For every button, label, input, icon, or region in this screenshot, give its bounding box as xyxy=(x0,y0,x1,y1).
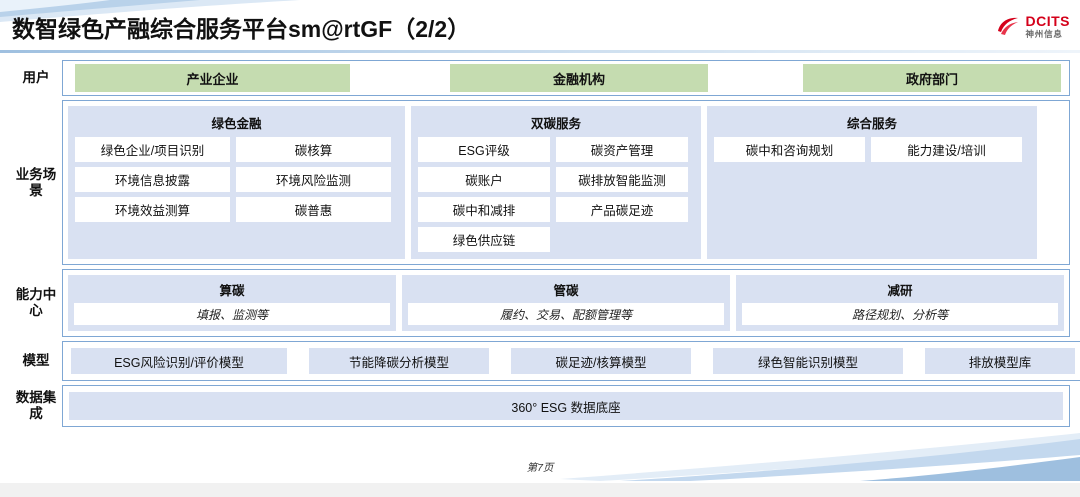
row-label-user: 用户 xyxy=(22,70,50,86)
scenario-cell[interactable]: 碳普惠 xyxy=(236,197,391,222)
scenario-group-title: 绿色金融 xyxy=(211,117,262,131)
scenario-cell[interactable]: 环境效益测算 xyxy=(75,197,230,222)
scenario-cell[interactable]: 碳资产管理 xyxy=(556,137,688,162)
dcits-swirl-icon xyxy=(995,15,1021,37)
scenario-cell-list: 碳中和咨询规划 能力建设/培训 xyxy=(714,137,1030,252)
scenario-cell[interactable]: 环境风险监测 xyxy=(236,167,391,192)
page-number: 第7页 xyxy=(526,462,554,474)
user-box-financial[interactable]: 金融机构 xyxy=(450,64,708,92)
row-data-integration: 数据集成 360° ESG 数据底座 xyxy=(10,385,1070,427)
model-box[interactable]: 排放模型库 xyxy=(925,348,1075,374)
capability-group-reduce-research: 减研 路径规划、分析等 xyxy=(736,275,1064,331)
scenario-cell-list: ESG评级 碳资产管理 碳账户 碳排放智能监测 碳中和减排 产品碳足迹 绿色供应… xyxy=(418,137,694,252)
scenario-cell[interactable]: 碳中和咨询规划 xyxy=(714,137,865,162)
row-label-capability-center: 能力中心 xyxy=(15,287,57,318)
capability-group-subtitle[interactable]: 填报、监测等 xyxy=(74,303,390,325)
logo-text-cn: 神州信息 xyxy=(1025,29,1063,39)
slide-header: 数智绿色产融综合服务平台sm@rtGF（2/2） DCITS 神州信息 xyxy=(0,6,1080,53)
capability-group-calculate-carbon: 算碳 填报、监测等 xyxy=(68,275,396,331)
scenario-group-title: 双碳服务 xyxy=(530,117,581,131)
architecture-grid: 用户 产业企业 金融机构 政府部门 业务场景 绿色金融 绿色企业/项目识别 碳核… xyxy=(10,60,1080,427)
scenario-cell[interactable]: 绿色供应链 xyxy=(418,227,550,252)
user-box-industry[interactable]: 产业企业 xyxy=(75,64,350,92)
scenario-cell[interactable]: 碳排放智能监测 xyxy=(556,167,688,192)
scenario-cell[interactable]: 碳中和减排 xyxy=(418,197,550,222)
model-box[interactable]: 绿色智能识别模型 xyxy=(713,348,903,374)
row-label-model: 模型 xyxy=(22,353,50,369)
row-body-model: ESG风险识别/评价模型 节能降碳分析模型 碳足迹/核算模型 绿色智能识别模型 … xyxy=(62,341,1080,381)
capability-group-title: 算碳 xyxy=(219,284,245,298)
row-user: 用户 产业企业 金融机构 政府部门 xyxy=(10,60,1070,96)
scenario-group-dual-carbon: 双碳服务 ESG评级 碳资产管理 碳账户 碳排放智能监测 碳中和减排 产品碳足迹… xyxy=(411,106,701,259)
row-body-data-integration: 360° ESG 数据底座 xyxy=(62,385,1070,427)
capability-group-title: 减研 xyxy=(887,284,913,298)
logo-text-en: DCITS xyxy=(1025,13,1070,29)
row-body-capability-center: 算碳 填报、监测等 管碳 履约、交易、配额管理等 减研 路径规划、分析等 xyxy=(62,269,1070,337)
row-business-scenario: 业务场景 绿色金融 绿色企业/项目识别 碳核算 环境信息披露 环境风险监测 环境… xyxy=(10,100,1070,265)
bottom-strip xyxy=(0,483,1080,497)
row-capability-center: 能力中心 算碳 填报、监测等 管碳 履约、交易、配额管理等 减研 路径规划、分析… xyxy=(10,269,1070,337)
row-label-data-integration: 数据集成 xyxy=(15,390,57,421)
data-platform-box[interactable]: 360° ESG 数据底座 xyxy=(69,392,1063,420)
user-box-government[interactable]: 政府部门 xyxy=(803,64,1061,92)
page-title: 数智绿色产融综合服务平台sm@rtGF（2/2） xyxy=(12,16,471,42)
row-label-business-scenario: 业务场景 xyxy=(15,166,57,198)
scenario-cell[interactable]: 绿色企业/项目识别 xyxy=(75,137,230,162)
scenario-cell-list: 绿色企业/项目识别 碳核算 环境信息披露 环境风险监测 环境效益测算 碳普惠 xyxy=(75,137,398,252)
scenario-cell[interactable]: 产品碳足迹 xyxy=(556,197,688,222)
scenario-cell[interactable]: 环境信息披露 xyxy=(75,167,230,192)
brand-logo: DCITS 神州信息 xyxy=(995,14,1071,39)
scenario-group-comprehensive: 综合服务 碳中和咨询规划 能力建设/培训 xyxy=(707,106,1037,259)
scenario-group-green-finance: 绿色金融 绿色企业/项目识别 碳核算 环境信息披露 环境风险监测 环境效益测算 … xyxy=(68,106,405,259)
capability-group-subtitle[interactable]: 路径规划、分析等 xyxy=(742,303,1058,325)
scenario-cell[interactable]: 碳核算 xyxy=(236,137,391,162)
row-body-user: 产业企业 金融机构 政府部门 xyxy=(62,60,1070,96)
header-divider xyxy=(0,50,1080,53)
model-box[interactable]: ESG风险识别/评价模型 xyxy=(71,348,287,374)
capability-group-subtitle[interactable]: 履约、交易、配额管理等 xyxy=(408,303,724,325)
scenario-cell[interactable]: ESG评级 xyxy=(418,137,550,162)
scenario-cell[interactable]: 碳账户 xyxy=(418,167,550,192)
capability-group-manage-carbon: 管碳 履约、交易、配额管理等 xyxy=(402,275,730,331)
capability-group-title: 管碳 xyxy=(553,284,579,298)
row-model: 模型 ESG风险识别/评价模型 节能降碳分析模型 碳足迹/核算模型 绿色智能识别… xyxy=(10,341,1080,381)
scenario-cell[interactable]: 能力建设/培训 xyxy=(871,137,1022,162)
scenario-group-title: 综合服务 xyxy=(846,117,897,131)
model-box[interactable]: 节能降碳分析模型 xyxy=(309,348,489,374)
row-body-business-scenario: 绿色金融 绿色企业/项目识别 碳核算 环境信息披露 环境风险监测 环境效益测算 … xyxy=(62,100,1070,265)
model-box[interactable]: 碳足迹/核算模型 xyxy=(511,348,691,374)
